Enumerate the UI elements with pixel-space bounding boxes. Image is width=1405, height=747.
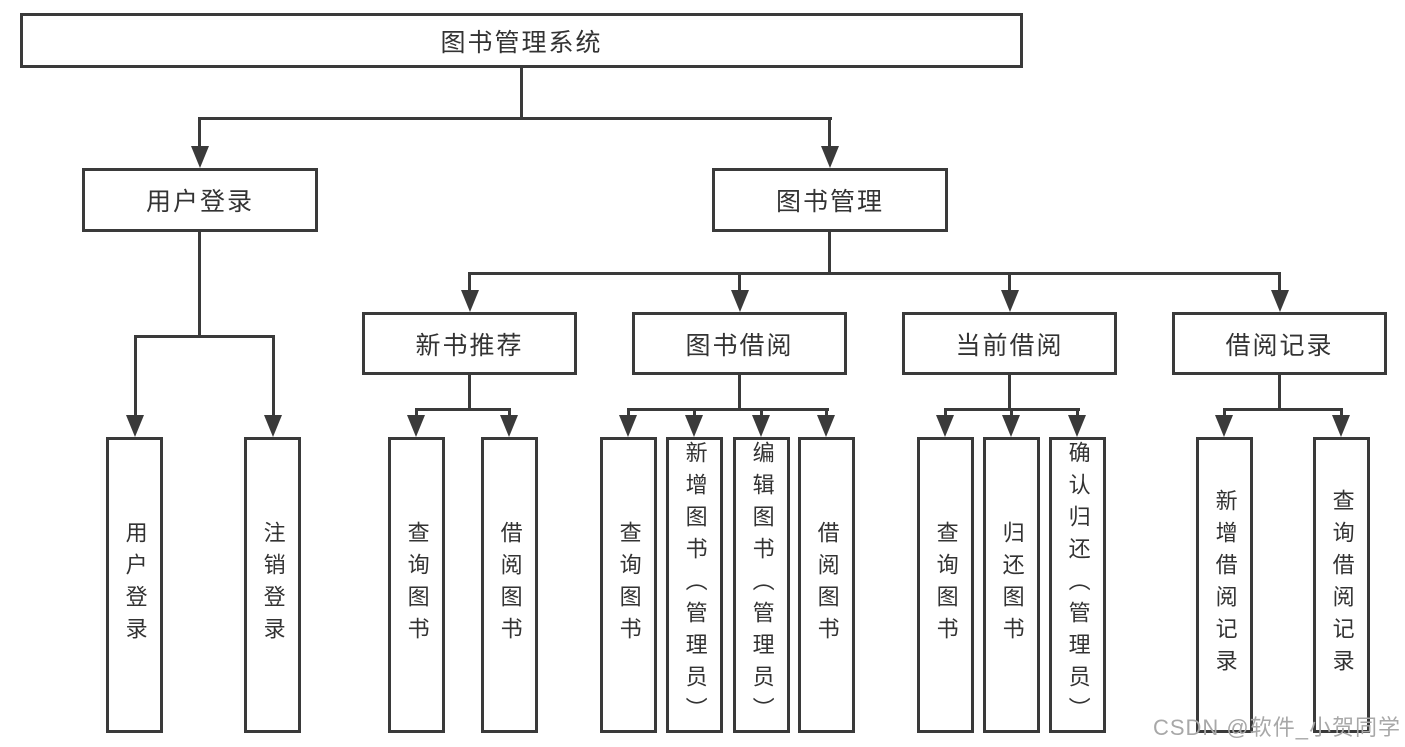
connector-drop — [508, 410, 511, 417]
connector-current-borrow-hbar — [944, 408, 1080, 411]
arrowhead-down-icon — [619, 415, 637, 437]
arrowhead-down-icon — [1001, 290, 1019, 312]
node-root-system: 图书管理系统 — [20, 13, 1023, 68]
node-leaf-bb-add-book-label: 新增图书（管理员） — [682, 441, 708, 729]
arrowhead-down-icon — [752, 415, 770, 437]
node-leaf-cb-confirm-return: 确认归还（管理员） — [1049, 437, 1106, 733]
connector-drop — [1340, 410, 1343, 417]
connector-book-borrow-hbar — [627, 408, 829, 411]
node-leaf-bb-query-book: 查询图书 — [600, 437, 657, 733]
arrowhead-down-icon — [500, 415, 518, 437]
connector-drop-user-login — [198, 119, 201, 147]
node-book-borrow: 图书借阅 — [632, 312, 847, 375]
connector-drop — [693, 410, 696, 417]
node-book-borrow-label: 图书借阅 — [685, 331, 794, 360]
node-leaf-bb-edit-book: 编辑图书（管理员） — [733, 437, 790, 733]
node-leaf-bb-borrow-book: 借阅图书 — [798, 437, 855, 733]
node-root-label: 图书管理系统 — [440, 28, 603, 57]
connector-root-hbar — [198, 117, 832, 120]
node-leaf-nb-borrow-book: 借阅图书 — [481, 437, 538, 733]
node-leaf-cb-confirm-return-label: 确认归还（管理员） — [1065, 441, 1091, 729]
connector-user-login-stem — [198, 232, 201, 336]
node-book-mgmt: 图书管理 — [712, 168, 948, 232]
node-leaf-nb-borrow-book-label: 借阅图书 — [497, 521, 523, 649]
arrowhead-down-icon — [685, 415, 703, 437]
node-borrow-record-label: 借阅记录 — [1225, 331, 1334, 360]
node-leaf-br-add-record: 新增借阅记录 — [1196, 437, 1253, 733]
node-leaf-user-login-label: 用户登录 — [122, 521, 148, 649]
node-leaf-nb-query-book-label: 查询图书 — [404, 521, 430, 649]
arrowhead-down-icon — [1002, 415, 1020, 437]
connector-user-login-hbar — [134, 335, 275, 338]
node-leaf-nb-query-book: 查询图书 — [388, 437, 445, 733]
connector-drop-book-borrow — [738, 274, 741, 292]
node-user-login-label: 用户登录 — [145, 188, 254, 216]
node-leaf-logout-label: 注销登录 — [260, 521, 286, 649]
node-leaf-bb-borrow-book-label: 借阅图书 — [814, 521, 840, 649]
connector-drop-leaf-user-login — [134, 337, 137, 417]
arrowhead-down-icon — [1332, 415, 1350, 437]
connector-book-mgmt-hbar — [468, 272, 1281, 275]
node-leaf-bb-add-book: 新增图书（管理员） — [666, 437, 723, 733]
arrowhead-down-icon — [407, 415, 425, 437]
arrowhead-down-icon — [936, 415, 954, 437]
node-borrow-record: 借阅记录 — [1172, 312, 1387, 375]
arrowhead-down-icon — [461, 290, 479, 312]
connector-drop — [944, 410, 947, 417]
arrowhead-down-icon — [1271, 290, 1289, 312]
connector-drop — [627, 410, 630, 417]
arrowhead-down-icon — [821, 146, 839, 168]
node-leaf-bb-edit-book-label: 编辑图书（管理员） — [749, 441, 775, 729]
connector-root-stem — [520, 68, 523, 120]
connector-drop — [760, 410, 763, 417]
node-user-login: 用户登录 — [82, 168, 318, 232]
connector-borrow-record-stem — [1278, 375, 1281, 410]
connector-drop — [415, 410, 418, 417]
arrowhead-down-icon — [126, 415, 144, 437]
connector-borrow-record-hbar — [1223, 408, 1343, 411]
connector-drop — [825, 410, 828, 417]
connector-drop-new-book-rec — [468, 274, 471, 292]
node-leaf-cb-return-book-label: 归还图书 — [999, 521, 1025, 649]
connector-drop-current-borrow — [1008, 274, 1011, 292]
node-leaf-user-login: 用户登录 — [106, 437, 163, 733]
arrowhead-down-icon — [817, 415, 835, 437]
node-leaf-cb-query-book-label: 查询图书 — [933, 521, 959, 649]
node-new-book-rec: 新书推荐 — [362, 312, 577, 375]
connector-book-borrow-stem — [738, 375, 741, 410]
node-leaf-br-add-record-label: 新增借阅记录 — [1212, 489, 1238, 681]
node-leaf-bb-query-book-label: 查询图书 — [616, 521, 642, 649]
connector-current-borrow-stem — [1008, 375, 1011, 410]
csdn-watermark: CSDN @软件_小贺同学 — [1152, 715, 1401, 740]
connector-drop — [1076, 410, 1079, 417]
node-current-borrow: 当前借阅 — [902, 312, 1117, 375]
connector-new-book-rec-hbar — [415, 408, 511, 411]
node-leaf-br-query-record-label: 查询借阅记录 — [1329, 489, 1355, 681]
connector-drop-borrow-record — [1278, 274, 1281, 292]
node-leaf-cb-return-book: 归还图书 — [983, 437, 1040, 733]
arrowhead-down-icon — [191, 146, 209, 168]
node-current-borrow-label: 当前借阅 — [955, 331, 1064, 360]
connector-drop-leaf-logout — [272, 337, 275, 417]
arrowhead-down-icon — [264, 415, 282, 437]
arrowhead-down-icon — [1215, 415, 1233, 437]
connector-drop — [1010, 410, 1013, 417]
arrowhead-down-icon — [731, 290, 749, 312]
connector-new-book-rec-stem — [468, 375, 471, 410]
connector-book-mgmt-stem — [828, 232, 831, 274]
node-new-book-rec-label: 新书推荐 — [415, 331, 524, 360]
node-leaf-cb-query-book: 查询图书 — [917, 437, 974, 733]
node-leaf-logout: 注销登录 — [244, 437, 301, 733]
connector-drop — [1223, 410, 1226, 417]
connector-drop-book-mgmt — [828, 119, 831, 147]
arrowhead-down-icon — [1068, 415, 1086, 437]
node-book-mgmt-label: 图书管理 — [775, 188, 884, 216]
node-leaf-br-query-record: 查询借阅记录 — [1313, 437, 1370, 733]
